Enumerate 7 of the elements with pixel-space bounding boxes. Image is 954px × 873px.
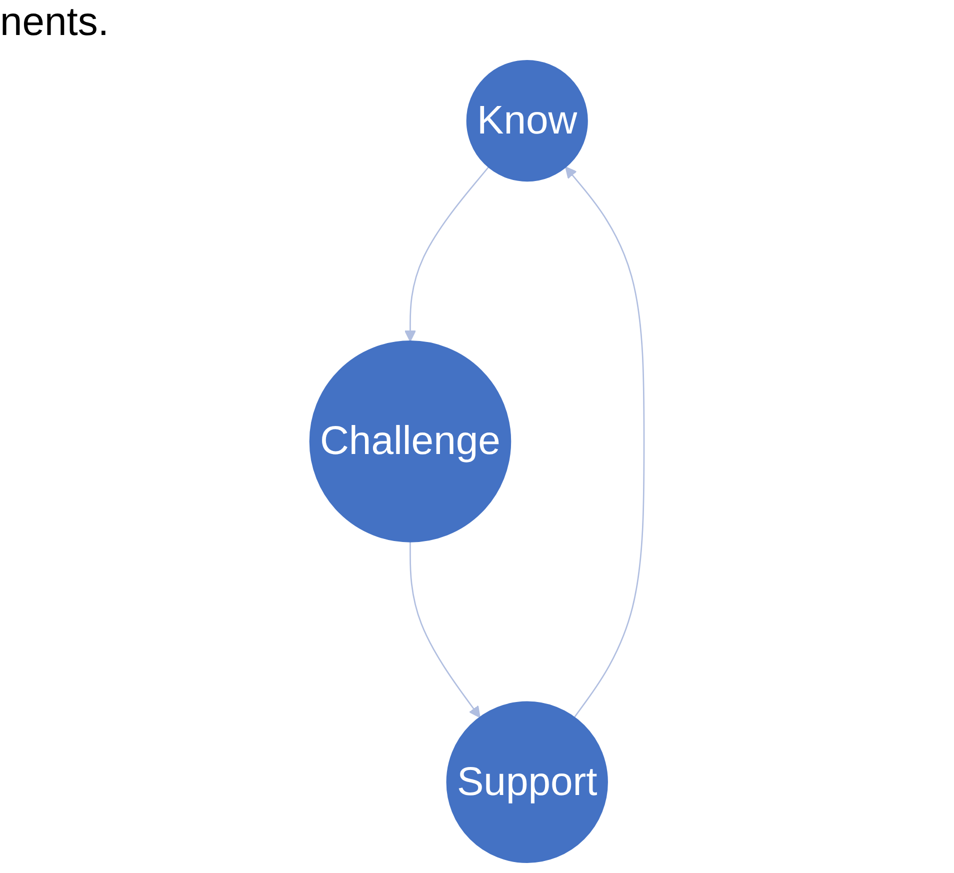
arrow xyxy=(404,166,490,342)
node-circle: Know xyxy=(466,60,588,182)
node-circle: Support xyxy=(446,701,608,863)
arrow xyxy=(565,166,645,718)
node-circle: Challenge xyxy=(309,340,512,542)
heading-fragment: nents. xyxy=(0,0,109,45)
arrow xyxy=(410,542,480,718)
